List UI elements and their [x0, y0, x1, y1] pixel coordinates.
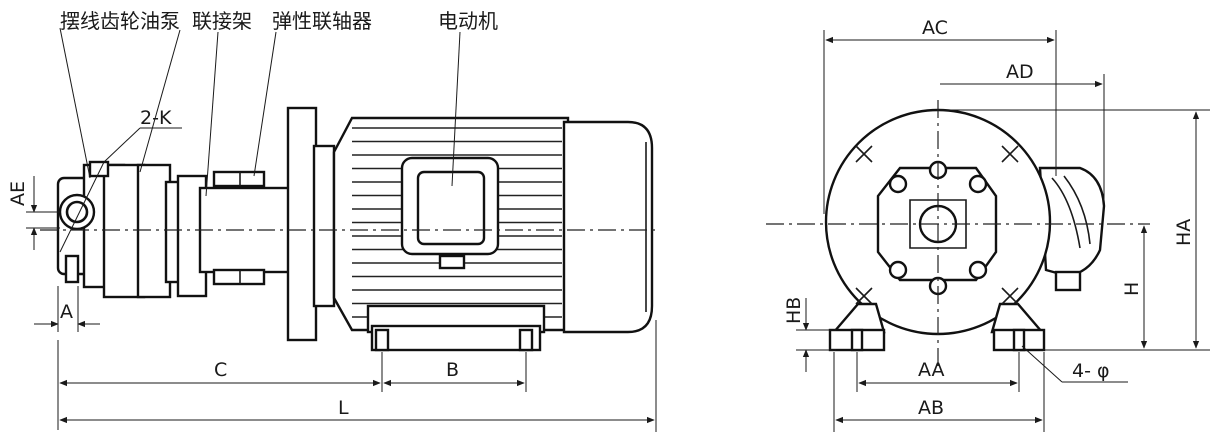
end-feet	[828, 302, 1046, 352]
dim-HA: HA	[938, 109, 1210, 351]
port-label: 2-K	[140, 107, 172, 129]
dim-AA: AA	[856, 352, 1020, 392]
dim-A: A	[34, 286, 100, 332]
dim-C-label: C	[214, 359, 227, 381]
bracket-label: 联接架	[192, 9, 252, 33]
bolt-hole-label: 4- φ	[1072, 360, 1110, 382]
motor-foot	[366, 304, 546, 352]
dim-HB: HB	[783, 297, 836, 372]
end-view: AC AD HA H HB	[766, 17, 1210, 432]
gear-pump-label: 摆线齿轮油泵	[60, 9, 180, 33]
dim-H: H	[1121, 225, 1148, 349]
motor-end-cap	[562, 120, 654, 334]
dim-AC-label: AC	[922, 17, 948, 39]
bolt-hole-callout: 4- φ	[1021, 345, 1128, 383]
dim-B: B	[383, 352, 527, 392]
dim-AA-label: AA	[918, 359, 945, 381]
coupling-bracket	[176, 170, 294, 298]
dim-AE: AE	[7, 176, 60, 250]
flange-bolt-marks	[855, 145, 1019, 305]
flange-spigot	[312, 144, 336, 308]
dim-AD: AD	[940, 61, 1105, 200]
dim-AC: AC	[823, 17, 1057, 214]
dim-L-label: L	[338, 397, 349, 419]
side-view: 摆线齿轮油泵 联接架 弹性联轴器 电动机 2-K AE A C	[7, 9, 660, 432]
dim-B-label: B	[446, 359, 459, 381]
dim-HA-label: HA	[1173, 219, 1195, 246]
dim-AB: AB	[833, 352, 1045, 432]
end-terminal-box	[1038, 166, 1106, 292]
dim-C: C	[57, 340, 383, 430]
dim-AE-label: AE	[7, 181, 29, 206]
dim-H-label: H	[1121, 282, 1143, 296]
label-leaders	[59, 27, 461, 253]
motor-label: 电动机	[438, 9, 498, 33]
dim-HB-label: HB	[783, 297, 805, 324]
motor-flange	[286, 106, 318, 342]
dim-AB-label: AB	[918, 397, 944, 419]
motor-body	[332, 116, 570, 332]
dim-AD-label: AD	[1006, 61, 1034, 83]
dim-A-label: A	[60, 301, 73, 323]
coupling-label: 弹性联轴器	[272, 9, 372, 33]
dim-L: L	[59, 320, 657, 432]
